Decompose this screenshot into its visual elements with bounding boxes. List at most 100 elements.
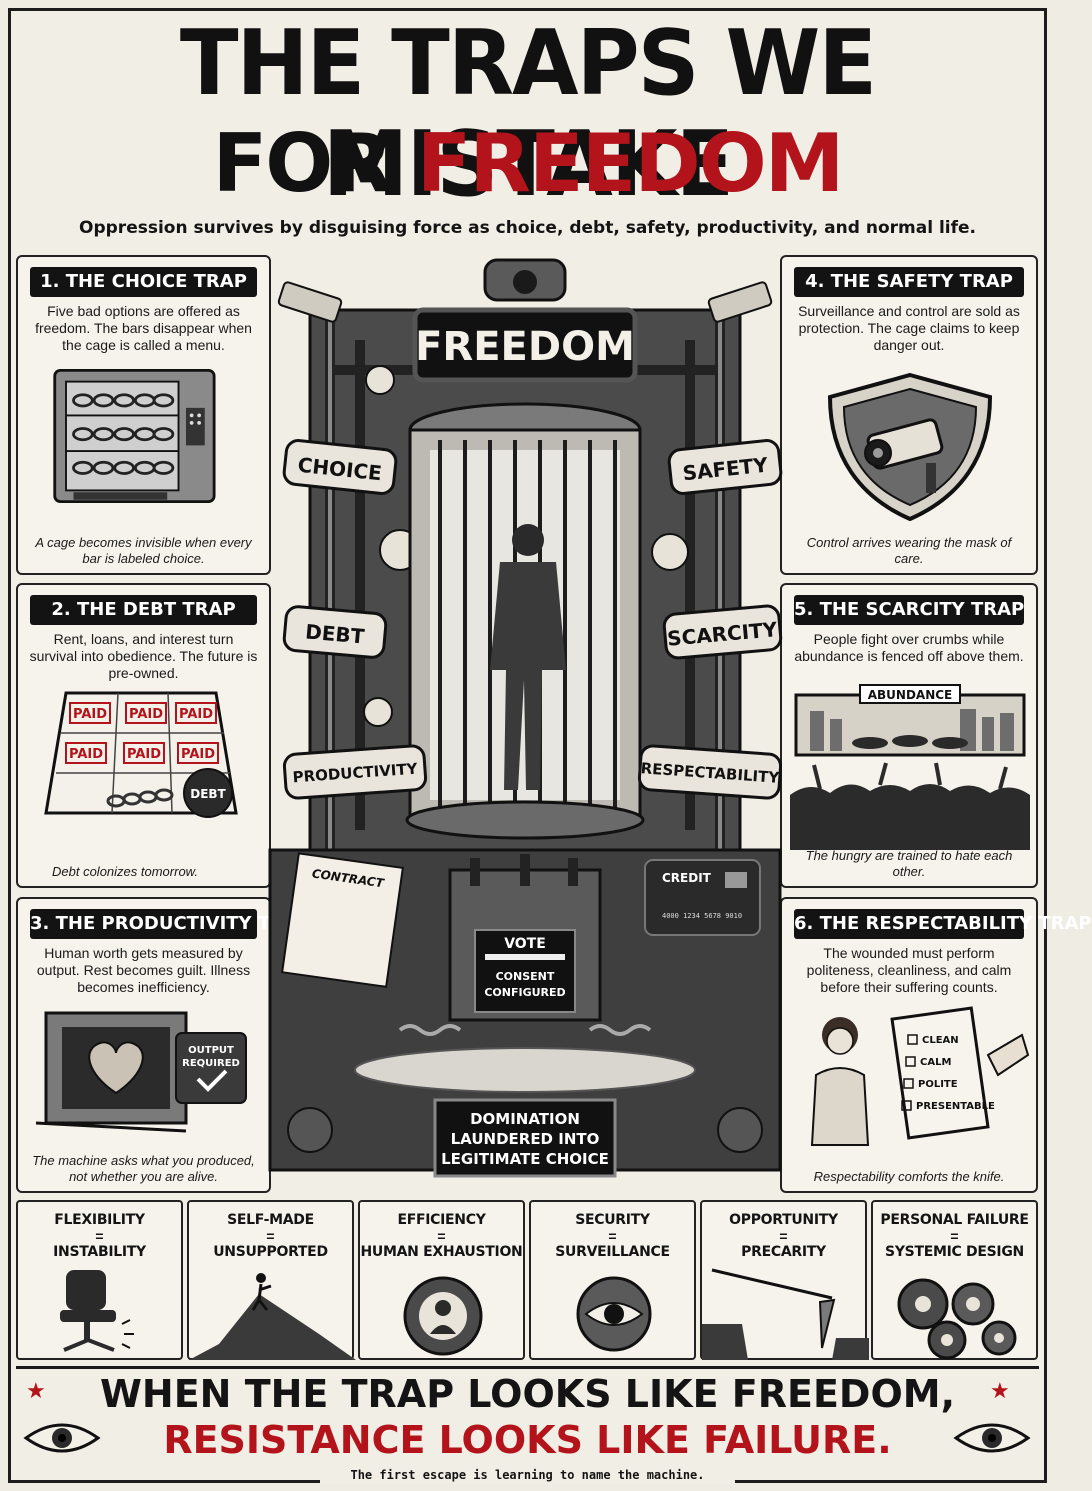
equation-left: SELF-MADE bbox=[227, 1212, 314, 1228]
domination-line2: LAUNDERED INTO bbox=[451, 1130, 600, 1148]
pipe-label-debt: DEBT bbox=[304, 619, 365, 648]
panel-heading: 3. THE PRODUCTIVITY TRAP bbox=[30, 909, 311, 939]
eye-icon bbox=[23, 1423, 101, 1453]
panel-scarcity-trap: 5. THE SCARCITY TRAP People fight over c… bbox=[780, 583, 1038, 888]
equation-card-efficiency: EFFICIENCY = HUMAN EXHAUSTION bbox=[358, 1200, 525, 1360]
panel-description: Five bad options are offered as freedom.… bbox=[35, 303, 252, 353]
panel-caption: Control arrives wearing the mask of care… bbox=[806, 535, 1012, 566]
footer-line1: WHEN THE TRAP LOOKS LIKE FREEDOM, bbox=[99, 1372, 956, 1416]
vote-label: VOTE bbox=[504, 936, 546, 952]
checklist-item: CLEAN bbox=[922, 1035, 959, 1046]
equation-card-personal-failure: PERSONAL FAILURE = SYSTEMIC DESIGN bbox=[871, 1200, 1038, 1360]
office-chair-icon bbox=[60, 1270, 134, 1352]
star-icon: ★ bbox=[990, 1378, 1010, 1403]
domination-line1: DOMINATION bbox=[470, 1110, 580, 1128]
equation-sign: = bbox=[95, 1228, 104, 1244]
freedom-machine-illustration: FREEDOM CHOICE SAFETY DEBT SCARCITY PROD… bbox=[268, 258, 783, 1178]
panel-caption: The hungry are trained to hate each othe… bbox=[805, 848, 1013, 879]
credit-label: CREDIT bbox=[662, 871, 712, 885]
checklist-item: POLITE bbox=[918, 1079, 958, 1090]
panel-heading: 1. THE CHOICE TRAP bbox=[30, 267, 257, 297]
equation-left: SECURITY bbox=[575, 1212, 650, 1228]
paid-stamp: PAID bbox=[127, 747, 161, 762]
debt-ball-label: DEBT bbox=[190, 787, 226, 801]
vending-machine-chains-icon bbox=[53, 368, 216, 504]
equation-card-security: SECURITY = SURVEILLANCE bbox=[529, 1200, 696, 1360]
equation-strip: FLEXIBILITY = INSTABILITY SELF-MADE = UN… bbox=[16, 1200, 1039, 1360]
gears-icon bbox=[897, 1278, 1017, 1360]
panel-heading: 4. THE SAFETY TRAP bbox=[794, 267, 1024, 297]
subtitle: Oppression survives by disguising force … bbox=[79, 218, 976, 238]
checklist-person-icon: CLEAN CALM POLITE PRESENTABLE bbox=[810, 1006, 1030, 1146]
equation-sign: = bbox=[779, 1228, 788, 1244]
equation-sign: = bbox=[437, 1228, 446, 1244]
configured-label: CONFIGURED bbox=[484, 986, 565, 999]
footer-divider bbox=[16, 1366, 1039, 1369]
panel-description: People fight over crumbs while abundance… bbox=[794, 631, 1024, 664]
equation-sign: = bbox=[950, 1228, 959, 1244]
gear-person-icon bbox=[403, 1276, 483, 1356]
panel-description: Rent, loans, and interest turn survival … bbox=[29, 631, 258, 681]
credit-number: 4000 1234 5678 9010 bbox=[662, 912, 742, 920]
checklist-item: PRESENTABLE bbox=[916, 1101, 995, 1112]
panel-caption: The machine asks what you produced, not … bbox=[32, 1153, 255, 1184]
paid-stamp: PAID bbox=[73, 707, 107, 722]
panel-heading: 2. THE DEBT TRAP bbox=[30, 595, 257, 625]
camera-icon bbox=[277, 281, 773, 323]
page-title-line2: FOR FREEDOM bbox=[0, 120, 1055, 208]
panel-caption: Debt colonizes tomorrow. bbox=[52, 864, 198, 879]
equation-right: HUMAN EXHAUSTION bbox=[360, 1244, 523, 1260]
panel-description: The wounded must perform politeness, cle… bbox=[806, 945, 1012, 995]
eye-icon bbox=[953, 1423, 1031, 1453]
abundance-dome-icon: ABUNDANCE bbox=[790, 684, 1030, 850]
equation-right: INSTABILITY bbox=[53, 1244, 146, 1260]
paid-stamp: PAID bbox=[129, 707, 163, 722]
equation-right: UNSUPPORTED bbox=[213, 1244, 328, 1260]
climber-icon bbox=[189, 1273, 356, 1360]
equation-left: EFFICIENCY bbox=[397, 1212, 486, 1228]
output-label: OUTPUT bbox=[188, 1045, 234, 1056]
title-highlight: FREEDOM bbox=[416, 117, 845, 210]
title-prefix: FOR bbox=[212, 117, 393, 210]
equation-left: OPPORTUNITY bbox=[729, 1212, 838, 1228]
footer-tagline: The first escape is learning to name the… bbox=[320, 1466, 735, 1484]
panel-debt-trap: 2. THE DEBT TRAP Rent, loans, and intere… bbox=[16, 583, 271, 888]
panel-caption: Respectability comforts the knife. bbox=[813, 1169, 1005, 1184]
equation-card-flexibility: FLEXIBILITY = INSTABILITY bbox=[16, 1200, 183, 1360]
equation-card-opportunity: OPPORTUNITY = PRECARITY bbox=[700, 1200, 869, 1360]
shield-camera-icon bbox=[827, 372, 993, 522]
panel-description: Human worth gets measured by output. Res… bbox=[36, 945, 251, 995]
equation-sign: = bbox=[608, 1228, 617, 1244]
consent-label: CONSENT bbox=[496, 970, 555, 983]
panel-safety-trap: 4. THE SAFETY TRAP Surveillance and cont… bbox=[780, 255, 1038, 575]
star-icon: ★ bbox=[26, 1378, 46, 1403]
panel-caption: A cage becomes invisible when every bar … bbox=[35, 535, 252, 566]
page-title-line1: THE TRAPS WE MISTAKE bbox=[179, 11, 877, 217]
panel-respectability-trap: 6. THE RESPECTABILITY TRAP The wounded m… bbox=[780, 897, 1092, 1193]
equation-sign: = bbox=[266, 1228, 275, 1244]
eye-icon bbox=[576, 1276, 652, 1352]
carrot-stick-icon bbox=[702, 1268, 869, 1360]
panel-heading: 5. THE SCARCITY TRAP bbox=[794, 595, 1024, 625]
caged-person-figure bbox=[490, 524, 566, 790]
panel-productivity-trap: 3. THE PRODUCTIVITY TRAP Human worth get… bbox=[16, 897, 311, 1193]
freedom-sign: FREEDOM bbox=[415, 324, 635, 370]
panel-choice-trap: 1. THE CHOICE TRAP Five bad options are … bbox=[16, 255, 271, 575]
panel-heading: 6. THE RESPECTABILITY TRAP bbox=[794, 909, 1092, 939]
heart-conveyor-icon: OUTPUT REQUIRED bbox=[35, 1011, 247, 1133]
equation-right: SYSTEMIC DESIGN bbox=[885, 1244, 1024, 1260]
equation-card-self-made: SELF-MADE = UNSUPPORTED bbox=[187, 1200, 356, 1360]
equation-left: PERSONAL FAILURE bbox=[880, 1212, 1029, 1228]
paid-stamp: PAID bbox=[179, 707, 213, 722]
panel-description: Surveillance and control are sold as pro… bbox=[798, 303, 1020, 353]
paid-stamp: PAID bbox=[69, 747, 103, 762]
equation-left: FLEXIBILITY bbox=[54, 1212, 145, 1228]
domination-line3: LEGITIMATE CHOICE bbox=[441, 1150, 609, 1168]
paid-stamp: PAID bbox=[181, 747, 215, 762]
calendar-debt-icon: PAID PAID PAID PAID PAID PAID DEBT bbox=[44, 691, 238, 818]
equation-right: PRECARITY bbox=[741, 1244, 826, 1260]
footer-line2: RESISTANCE LOOKS LIKE FAILURE. bbox=[163, 1418, 892, 1462]
checklist-item: CALM bbox=[920, 1057, 951, 1068]
abundance-sign: ABUNDANCE bbox=[868, 688, 953, 702]
required-label: REQUIRED bbox=[182, 1058, 240, 1069]
